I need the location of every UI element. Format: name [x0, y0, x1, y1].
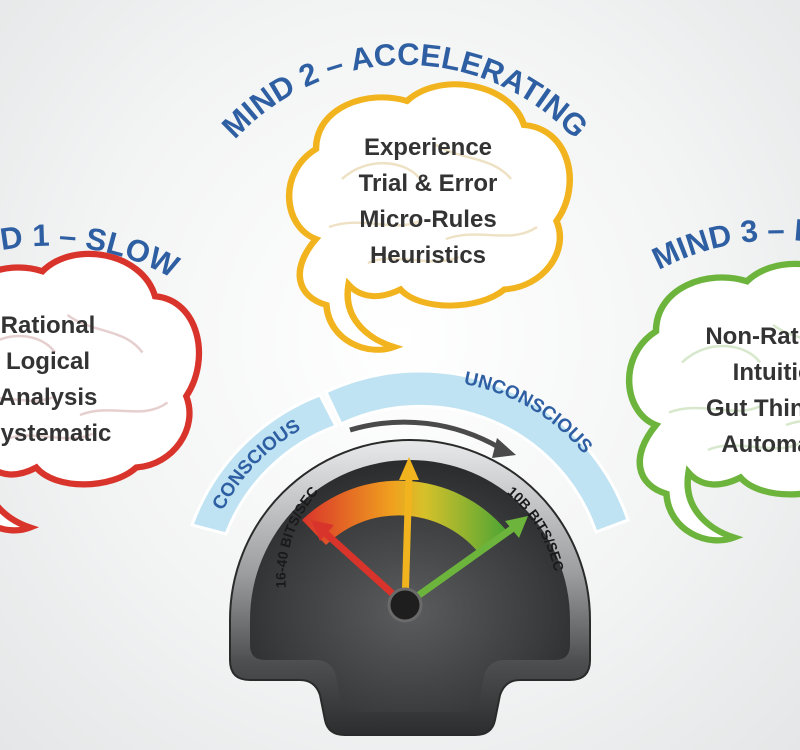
mind-3-group: MIND 3 – FAST Non-Rational Intuition Gut… [629, 212, 800, 540]
mind-2-lines: Experience Trial & Error Micro-Rules Heu… [359, 134, 498, 269]
unconscious-band [324, 369, 630, 534]
mind-1-line-2: Logical [6, 348, 90, 375]
mind-1-group: MIND 1 – SLOW Rational Logical Analysis … [0, 0, 199, 530]
direction-arrow-icon [349, 419, 516, 458]
mind-1-brain-icon [0, 254, 199, 531]
mind-1-lines: Rational Logical Analysis Systematic [0, 312, 111, 447]
needle-slow [311, 520, 409, 609]
speed-gauge: CONSCIOUS UNCONSCIOUS 16-40 BITS/SEC 10B… [190, 368, 630, 736]
mind-2-group: MIND 2 – ACCELERATING Experience Trial &… [215, 37, 595, 350]
gauge-hub [387, 587, 423, 623]
mind-1-line-4: Systematic [0, 420, 111, 447]
gauge-speed-zone [302, 480, 506, 552]
mind-2-line-1: Experience [364, 134, 492, 161]
mind-3-line-4: Automatic [721, 431, 800, 458]
conscious-band [190, 393, 339, 536]
mind-2-brain-icon [289, 84, 570, 349]
mind-3-line-2: Intuition [733, 359, 800, 386]
mind-2-line-2: Trial & Error [359, 170, 498, 197]
mind-2-line-3: Micro-Rules [359, 206, 496, 233]
mind-3-line-3: Gut Thinking [706, 395, 800, 422]
mind-1-line-1: Rational [1, 312, 96, 339]
needle-accelerating [399, 457, 419, 609]
needle-fast [401, 516, 528, 609]
mind-2-line-4: Heuristics [370, 242, 486, 269]
mind-3-brain-icon [629, 264, 800, 541]
mind-1-line-3: Analysis [0, 384, 97, 411]
mind-3-line-1: Non-Rational [705, 323, 800, 350]
mind-1-title: MIND 1 – SLOW [0, 0, 185, 284]
mind-3-lines: Non-Rational Intuition Gut Thinking Auto… [705, 323, 800, 458]
